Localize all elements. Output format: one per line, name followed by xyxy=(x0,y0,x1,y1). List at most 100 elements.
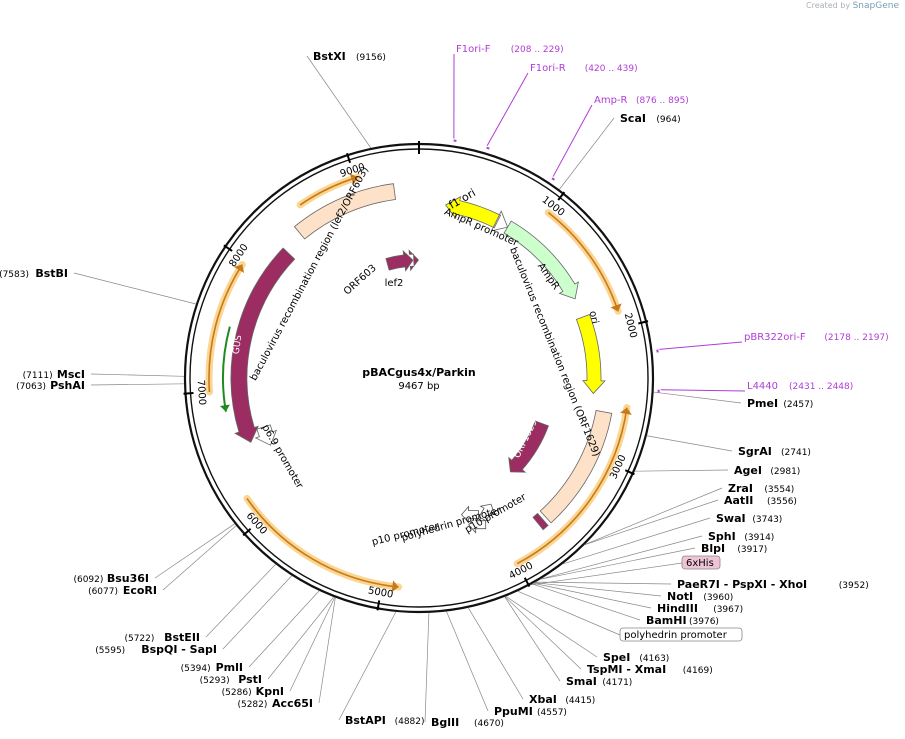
boxed-label-bg xyxy=(681,555,721,570)
enzyme-leader xyxy=(73,272,197,305)
enzyme-position: (3967) xyxy=(713,605,743,615)
orf-arc-line xyxy=(516,407,628,565)
primer-pbr322ori-f: pBR322ori-F(2178 .. 2197) xyxy=(656,332,889,353)
enzyme-position: (4882) xyxy=(395,717,425,727)
enzyme-leader xyxy=(653,391,742,404)
enzyme-leader xyxy=(634,469,729,472)
primer-mark xyxy=(551,177,555,181)
primer-range: (2431 .. 2448) xyxy=(789,382,853,392)
enzyme-name: PshAI xyxy=(50,379,85,392)
brand-name: SnapGene xyxy=(852,1,899,11)
boxed-leader xyxy=(517,590,621,636)
enzyme-leader xyxy=(559,117,615,190)
enzyme-name: PstI xyxy=(238,673,262,686)
enzyme-leader xyxy=(90,383,185,386)
boxed-label-text: polyhedrin promoter xyxy=(624,630,728,641)
enzyme-leader xyxy=(318,597,336,704)
enzyme-position: (3917) xyxy=(737,545,767,555)
promoter-arrow xyxy=(478,503,496,522)
enzyme-name: ZraI xyxy=(728,482,753,495)
enzyme-position: (4171) xyxy=(602,678,632,688)
enzyme-position: (3914) xyxy=(744,533,774,543)
enzyme-name: SphI xyxy=(708,530,736,543)
primer-leader xyxy=(552,104,593,177)
tick-mark xyxy=(183,392,194,395)
orf1629-feature xyxy=(508,420,549,473)
enzyme-name: ScaI xyxy=(620,112,646,125)
primer-range: (420 .. 439) xyxy=(585,64,638,74)
snapgene-watermark: Created by SnapGene xyxy=(806,1,899,11)
f1-ori-feature xyxy=(445,195,500,228)
primer-name: pBR322ori-F xyxy=(744,332,806,343)
primer-l4440: L4440 (2431 .. 2448) xyxy=(657,381,853,393)
enzyme-name: BglII xyxy=(431,716,459,729)
enzyme-tspmi-xmai: TspMI - XmaI(4169) xyxy=(504,596,713,676)
enzyme-position: (3554) xyxy=(764,485,794,495)
enzyme-psti: PstI(5293) xyxy=(200,596,335,686)
boxed-polyhedrin-promoter: polyhedrin promoter xyxy=(517,590,743,642)
enzyme-smai: SmaI(4171) xyxy=(504,596,632,688)
enzyme-leader xyxy=(562,517,711,565)
enzyme-name: HindIII xyxy=(657,602,698,615)
enzyme-name: EcoRI xyxy=(123,584,157,597)
primer-range: (876 .. 895) xyxy=(636,96,689,106)
tick-mark xyxy=(242,528,252,537)
enzyme-position: (4169) xyxy=(683,666,713,676)
primer-mark xyxy=(486,146,490,150)
enzyme-name: PpuMI xyxy=(494,705,533,718)
boxed-label-text: 6xHis xyxy=(686,558,714,569)
enzyme-pmli: PmlI(5394) xyxy=(181,590,320,674)
enzyme-aatii: AatII(3556) xyxy=(584,494,797,546)
enzyme-hindiii: HindIII (3967) xyxy=(533,582,743,615)
orf603-feature xyxy=(385,249,414,272)
primer-name: F1ori-F xyxy=(456,44,491,55)
enzyme-position: (4557) xyxy=(537,708,567,718)
enzyme-leader xyxy=(540,535,703,580)
tick-mark xyxy=(624,469,635,476)
enzyme-leader xyxy=(646,435,733,452)
enzyme-leader xyxy=(535,581,672,585)
enzyme-position: (7063) xyxy=(16,382,46,392)
enzyme-name: BstXI xyxy=(313,50,346,63)
enzyme-acc65i: Acc65I (5282) xyxy=(237,597,336,710)
enzyme-leader xyxy=(504,596,582,670)
enzyme-bsteii: BstEII(5722) xyxy=(124,563,276,644)
bacu-region-lef2-feature xyxy=(293,183,396,240)
enzyme-position: (5282) xyxy=(237,700,267,710)
enzyme-position: (4670) xyxy=(474,719,504,729)
enzyme-position: (2741) xyxy=(781,448,811,458)
enzyme-bstapi: BstAPI (4882) xyxy=(338,611,425,727)
enzyme-leader xyxy=(504,596,561,682)
tick-label: 2000 xyxy=(622,312,639,339)
boxed-leader xyxy=(530,562,683,586)
enzyme-position: (9156) xyxy=(356,53,386,63)
tick-mark xyxy=(638,320,649,325)
enzyme-leader xyxy=(584,499,719,546)
bacu-region-orf1629-feature xyxy=(539,409,613,524)
enzyme-name: Acc65I xyxy=(272,697,313,710)
orf-arc-arrowhead xyxy=(620,407,632,415)
orf603-label: ORF603 xyxy=(342,263,379,298)
green-orf-arrowhead xyxy=(219,404,230,412)
enzyme-blpi: BlpI(3917) xyxy=(540,542,767,580)
enzyme-position: (2457) xyxy=(783,400,813,410)
enzyme-position: (4415) xyxy=(565,696,595,706)
lef2-label: lef2 xyxy=(385,278,404,289)
primer-range: (208 .. 229) xyxy=(511,45,564,55)
enzyme-name: KpnI xyxy=(256,685,284,698)
enzyme-name: BspQI - SapI xyxy=(141,643,217,656)
promoter-arrow xyxy=(468,515,487,534)
enzyme-name: BstAPI xyxy=(345,714,386,727)
enzyme-xbai: XbaI(4415) xyxy=(468,607,595,706)
enzyme-name: SgrAI xyxy=(738,445,772,458)
tick-mark xyxy=(557,191,566,201)
primer-leader xyxy=(659,341,743,350)
enzyme-name: BstEII xyxy=(164,631,200,644)
enzyme-position: (5394) xyxy=(181,664,211,674)
primer-name: L4440 xyxy=(747,381,778,392)
tick-mark xyxy=(346,152,352,164)
enzyme-name: PmeI xyxy=(747,397,778,410)
enzyme-name: NotI xyxy=(667,590,693,603)
orf-arc-arrowhead xyxy=(610,303,622,312)
enzyme-leader xyxy=(267,596,335,680)
